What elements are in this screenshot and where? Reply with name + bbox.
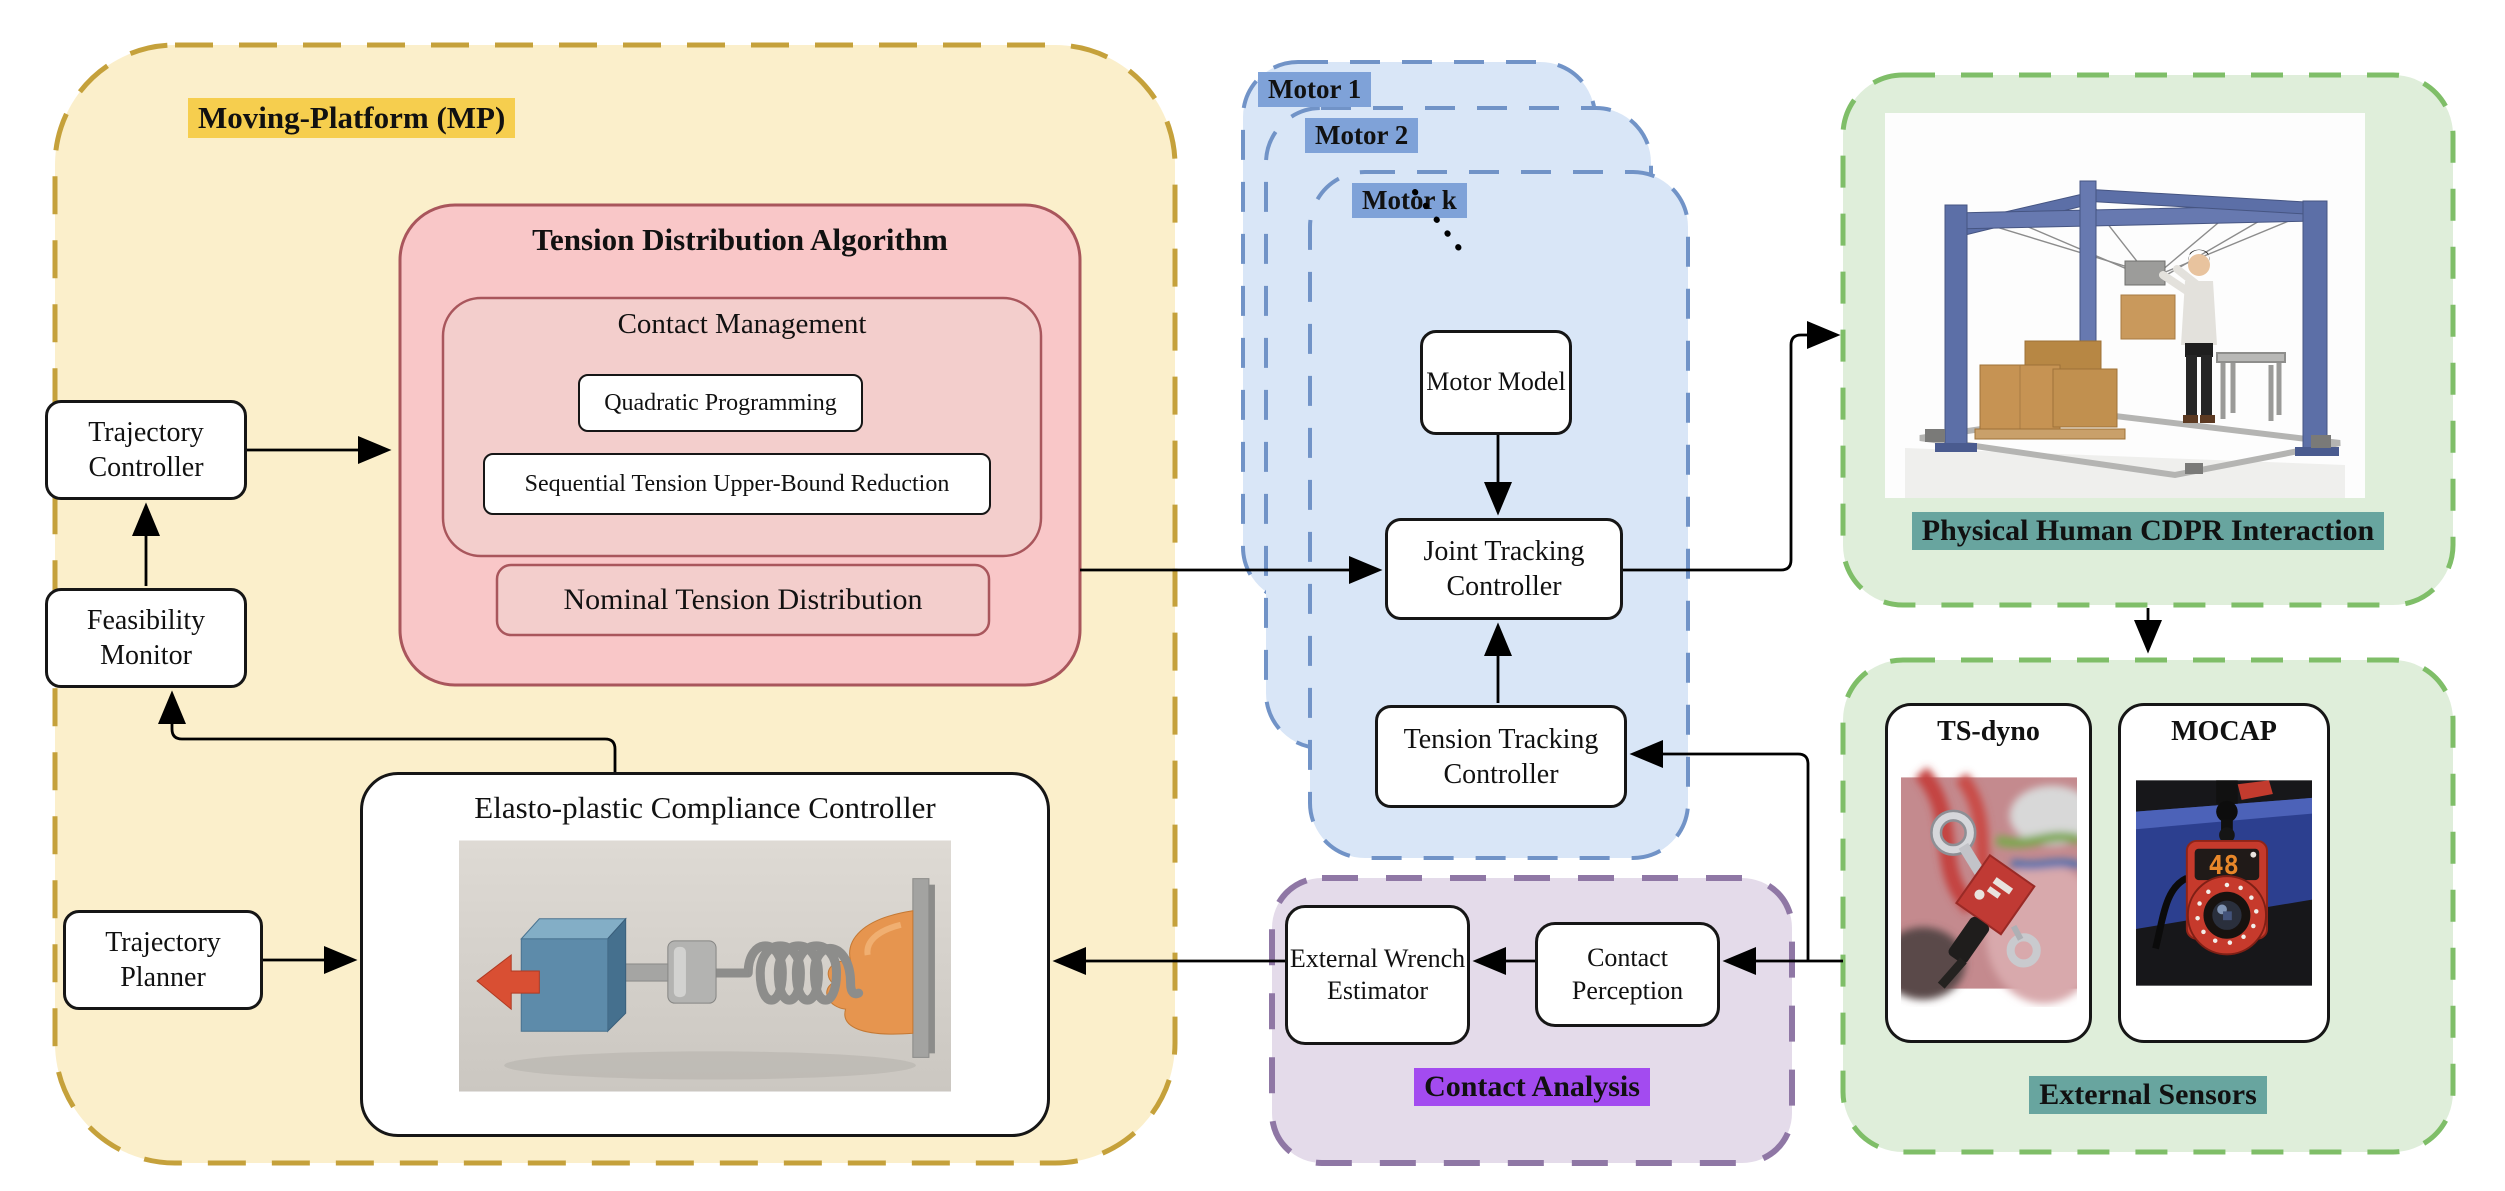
damper-highlight (673, 946, 686, 997)
logo-dot (2250, 851, 2257, 858)
elasto-plastic-compliance-controller-box: Elasto-plastic Compliance Controller (360, 772, 1050, 1137)
tda-title: Tension Distribution Algorithm (532, 222, 948, 257)
contact-analysis-label-text: Contact Analysis (1414, 1068, 1650, 1106)
motor1-label: Motor 1 (1258, 72, 1372, 107)
motor2-label-text: Motor 2 (1305, 118, 1419, 153)
external-wrench-estimator-box: External Wrench Estimator (1285, 905, 1470, 1045)
phri-label-text: Physical Human CDPR Interaction (1911, 512, 2385, 550)
carried-box (2120, 294, 2176, 340)
motor2-label: Motor 2 (1305, 118, 1419, 153)
mount-arm (2216, 780, 2238, 804)
nominal-tension-distribution: Nominal Tension Distribution (563, 583, 923, 616)
mp-region-label: Moving-Platform (MP) (188, 98, 516, 138)
trajectory-controller-box: Trajectory Controller (45, 400, 247, 500)
cdpr-illustration (1885, 113, 2365, 498)
cube-right-face (607, 917, 627, 1033)
epcc-title: Elasto-plastic Compliance Controller (474, 790, 936, 825)
end-effector (2124, 260, 2166, 286)
mocap-card: MOCAP 48 (2118, 703, 2330, 1043)
tension-tracking-controller-box: Tension Tracking Controller (1375, 705, 1627, 808)
trajectory-planner-box: Trajectory Planner (63, 910, 263, 1010)
phri-label: Physical Human CDPR Interaction (1843, 512, 2453, 550)
contact-perception-box: Contact Perception (1535, 922, 1720, 1027)
contact-management-title: Contact Management (617, 308, 867, 340)
spring-damper-illustration (459, 840, 951, 1092)
mp-region-label-text: Moving-Platform (MP) (188, 98, 516, 138)
feasibility-monitor-box: Feasibility Monitor (45, 588, 247, 688)
arrow-epcc-to-fm (158, 690, 617, 772)
wall-plate (912, 877, 930, 1058)
ts-dyno-card: TS-dyno (1885, 703, 2092, 1043)
joint-tracking-controller-box: Joint Tracking Controller (1385, 518, 1623, 620)
mocap-title: MOCAP (2171, 716, 2277, 747)
wall-plate-side (928, 884, 935, 1054)
motork-label: Motor k (1352, 183, 1467, 218)
quadratic-programming-box: Quadratic Programming (578, 374, 863, 432)
contact-analysis-label: Contact Analysis (1272, 1068, 1792, 1106)
motor1-label-text: Motor 1 (1258, 72, 1372, 107)
mocap-photo: 48 (2136, 780, 2312, 986)
motor-model-box: Motor Model (1420, 330, 1572, 435)
ts-dyno-title: TS-dyno (1937, 716, 2040, 747)
cdpr-render-panel (1885, 113, 2365, 498)
arrow-jtc-to-phri (1623, 321, 1841, 572)
external-sensors-label: External Sensors (1843, 1076, 2453, 1114)
sequential-reduction-box: Sequential Tension Upper-Bound Reduction (483, 453, 991, 515)
floor-shadow (504, 1051, 916, 1080)
motork-label-text: Motor k (1352, 183, 1467, 218)
external-sensors-label-text: External Sensors (2029, 1076, 2267, 1114)
ts-dyno-photo (1900, 767, 2077, 1004)
ball-joint (2216, 800, 2238, 823)
sensor-square (2223, 911, 2232, 921)
